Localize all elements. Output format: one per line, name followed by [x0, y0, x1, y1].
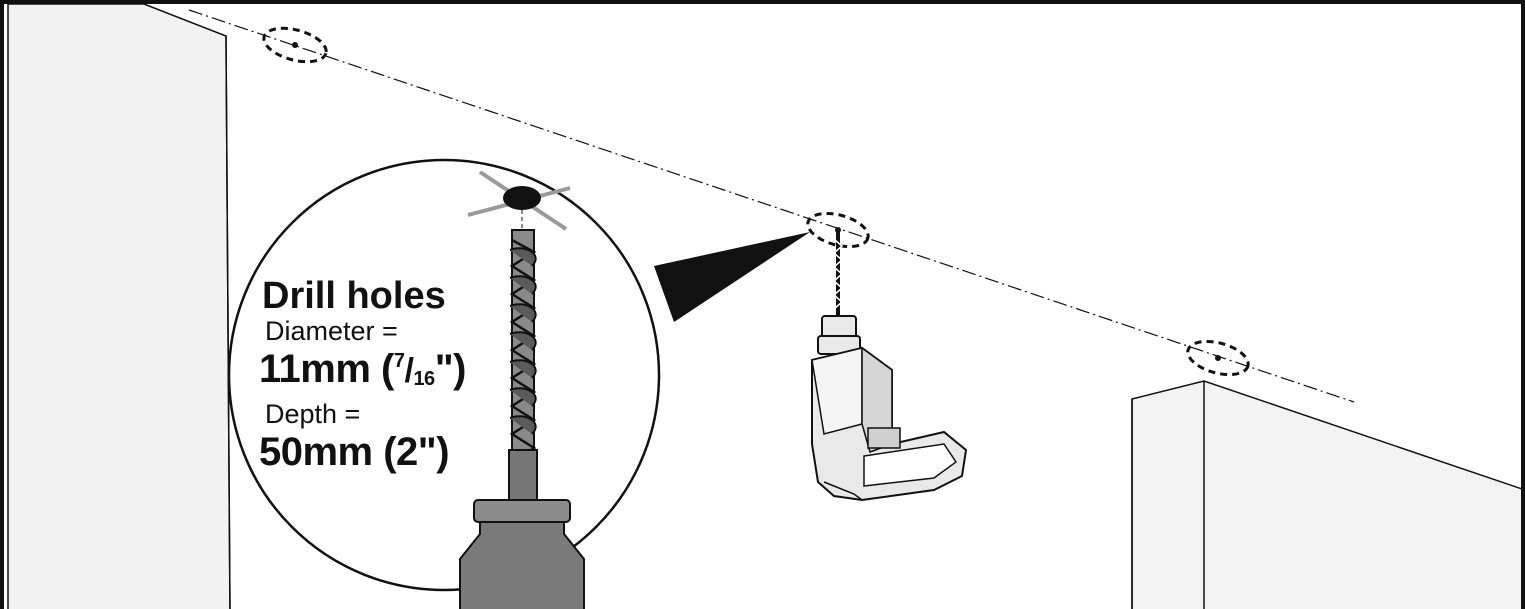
- diameter-value-suffix: "): [434, 347, 467, 391]
- diameter-fraction: 7/16: [393, 350, 435, 390]
- left-wall: [7, 4, 231, 609]
- diameter-label: Diameter =: [265, 316, 398, 346]
- drill-target-icon: [467, 170, 571, 231]
- drill-bit-icon: [459, 229, 585, 609]
- drill-icon: [811, 232, 968, 502]
- diameter-value: 11mm (7/16"): [259, 346, 466, 399]
- reference-line: [188, 9, 1355, 403]
- drill-instructions: Drill holes Diameter = 11mm (7/16") Dept…: [259, 276, 466, 475]
- installation-scene: [7, 4, 1521, 609]
- instruction-title: Drill holes: [262, 275, 446, 317]
- hole-marker-icon: [1186, 339, 1250, 377]
- diameter-value-metric: 11mm (: [259, 347, 394, 391]
- fraction-denominator: 16: [413, 368, 435, 390]
- callout-pointer: [654, 232, 810, 322]
- fraction-numerator: 7: [393, 350, 405, 372]
- magnifier-circle: [227, 158, 661, 592]
- depth-value: 50mm (2"): [259, 430, 450, 474]
- depth-label: Depth =: [265, 399, 361, 429]
- hole-marker-icon: [806, 211, 870, 249]
- right-cabinet: [1131, 380, 1521, 609]
- hole-marker-icon: [262, 26, 328, 64]
